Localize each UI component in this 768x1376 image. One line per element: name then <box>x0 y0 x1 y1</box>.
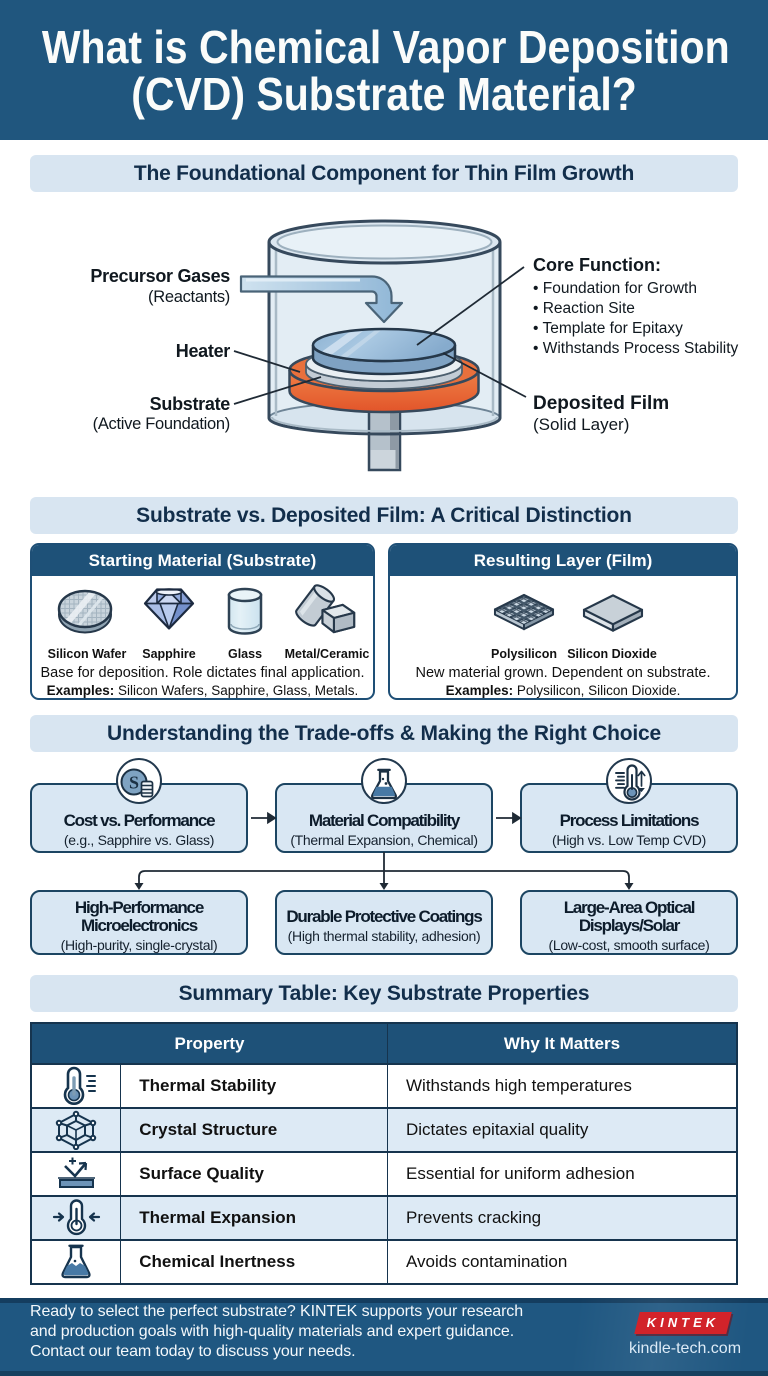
svg-text:S: S <box>129 773 139 793</box>
